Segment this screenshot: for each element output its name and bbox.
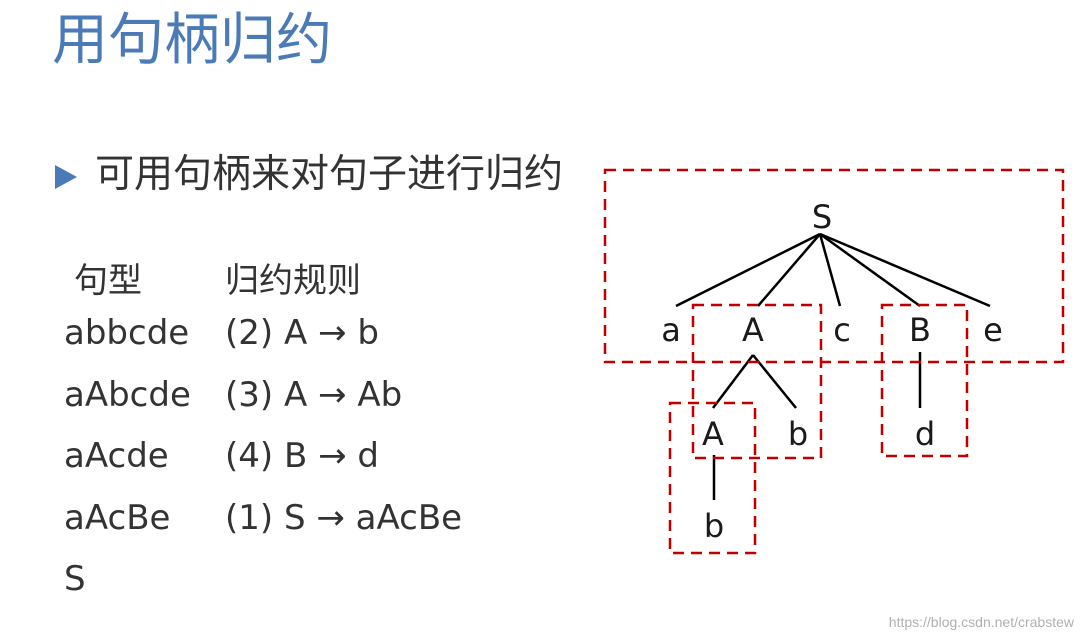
tree-edge	[819, 232, 921, 308]
tree-edge	[819, 232, 991, 308]
reduction-rule: (3) A → Ab	[225, 375, 403, 415]
handle-box-B-d	[880, 303, 969, 458]
tree-node-c: c	[833, 311, 851, 349]
sentential-form: aAcde	[64, 436, 169, 476]
tree-node-B: B	[909, 311, 931, 349]
header-sentential-form: 句型	[74, 261, 142, 301]
bullet-triangle-icon	[55, 165, 77, 189]
tree-node-A: A	[742, 311, 764, 349]
bullet-text: 可用句柄来对句子进行归约	[95, 152, 564, 197]
tree-edge	[752, 354, 797, 409]
handle-box-A-b	[668, 401, 757, 555]
page-title: 用句柄归约	[52, 8, 332, 73]
tree-node-b: b	[704, 507, 724, 545]
sentential-form: S	[64, 559, 86, 599]
tree-node-d: d	[915, 415, 935, 453]
reduction-rule: (2) A → b	[225, 313, 379, 353]
tree-edge	[818, 233, 842, 307]
handle-box-A-Ab	[691, 303, 823, 460]
sentential-form: aAbcde	[64, 375, 191, 415]
watermark: https://blog.csdn.net/crabstew	[888, 614, 1074, 630]
tree-node-A: A	[702, 415, 724, 453]
tree-node-S: S	[812, 198, 832, 236]
tree-node-a: a	[661, 311, 681, 349]
tree-edge	[712, 354, 754, 409]
tree-edge	[757, 233, 821, 307]
tree-edge	[675, 232, 821, 308]
sentential-form: aAcBe	[64, 498, 171, 538]
reduction-rule: (1) S → aAcBe	[225, 498, 463, 538]
header-rule: 归约规则	[225, 261, 361, 301]
sentential-form: abbcde	[64, 313, 190, 353]
reduction-rule: (4) B → d	[225, 436, 379, 476]
tree-node-e: e	[983, 311, 1003, 349]
tree-node-b: b	[788, 415, 808, 453]
